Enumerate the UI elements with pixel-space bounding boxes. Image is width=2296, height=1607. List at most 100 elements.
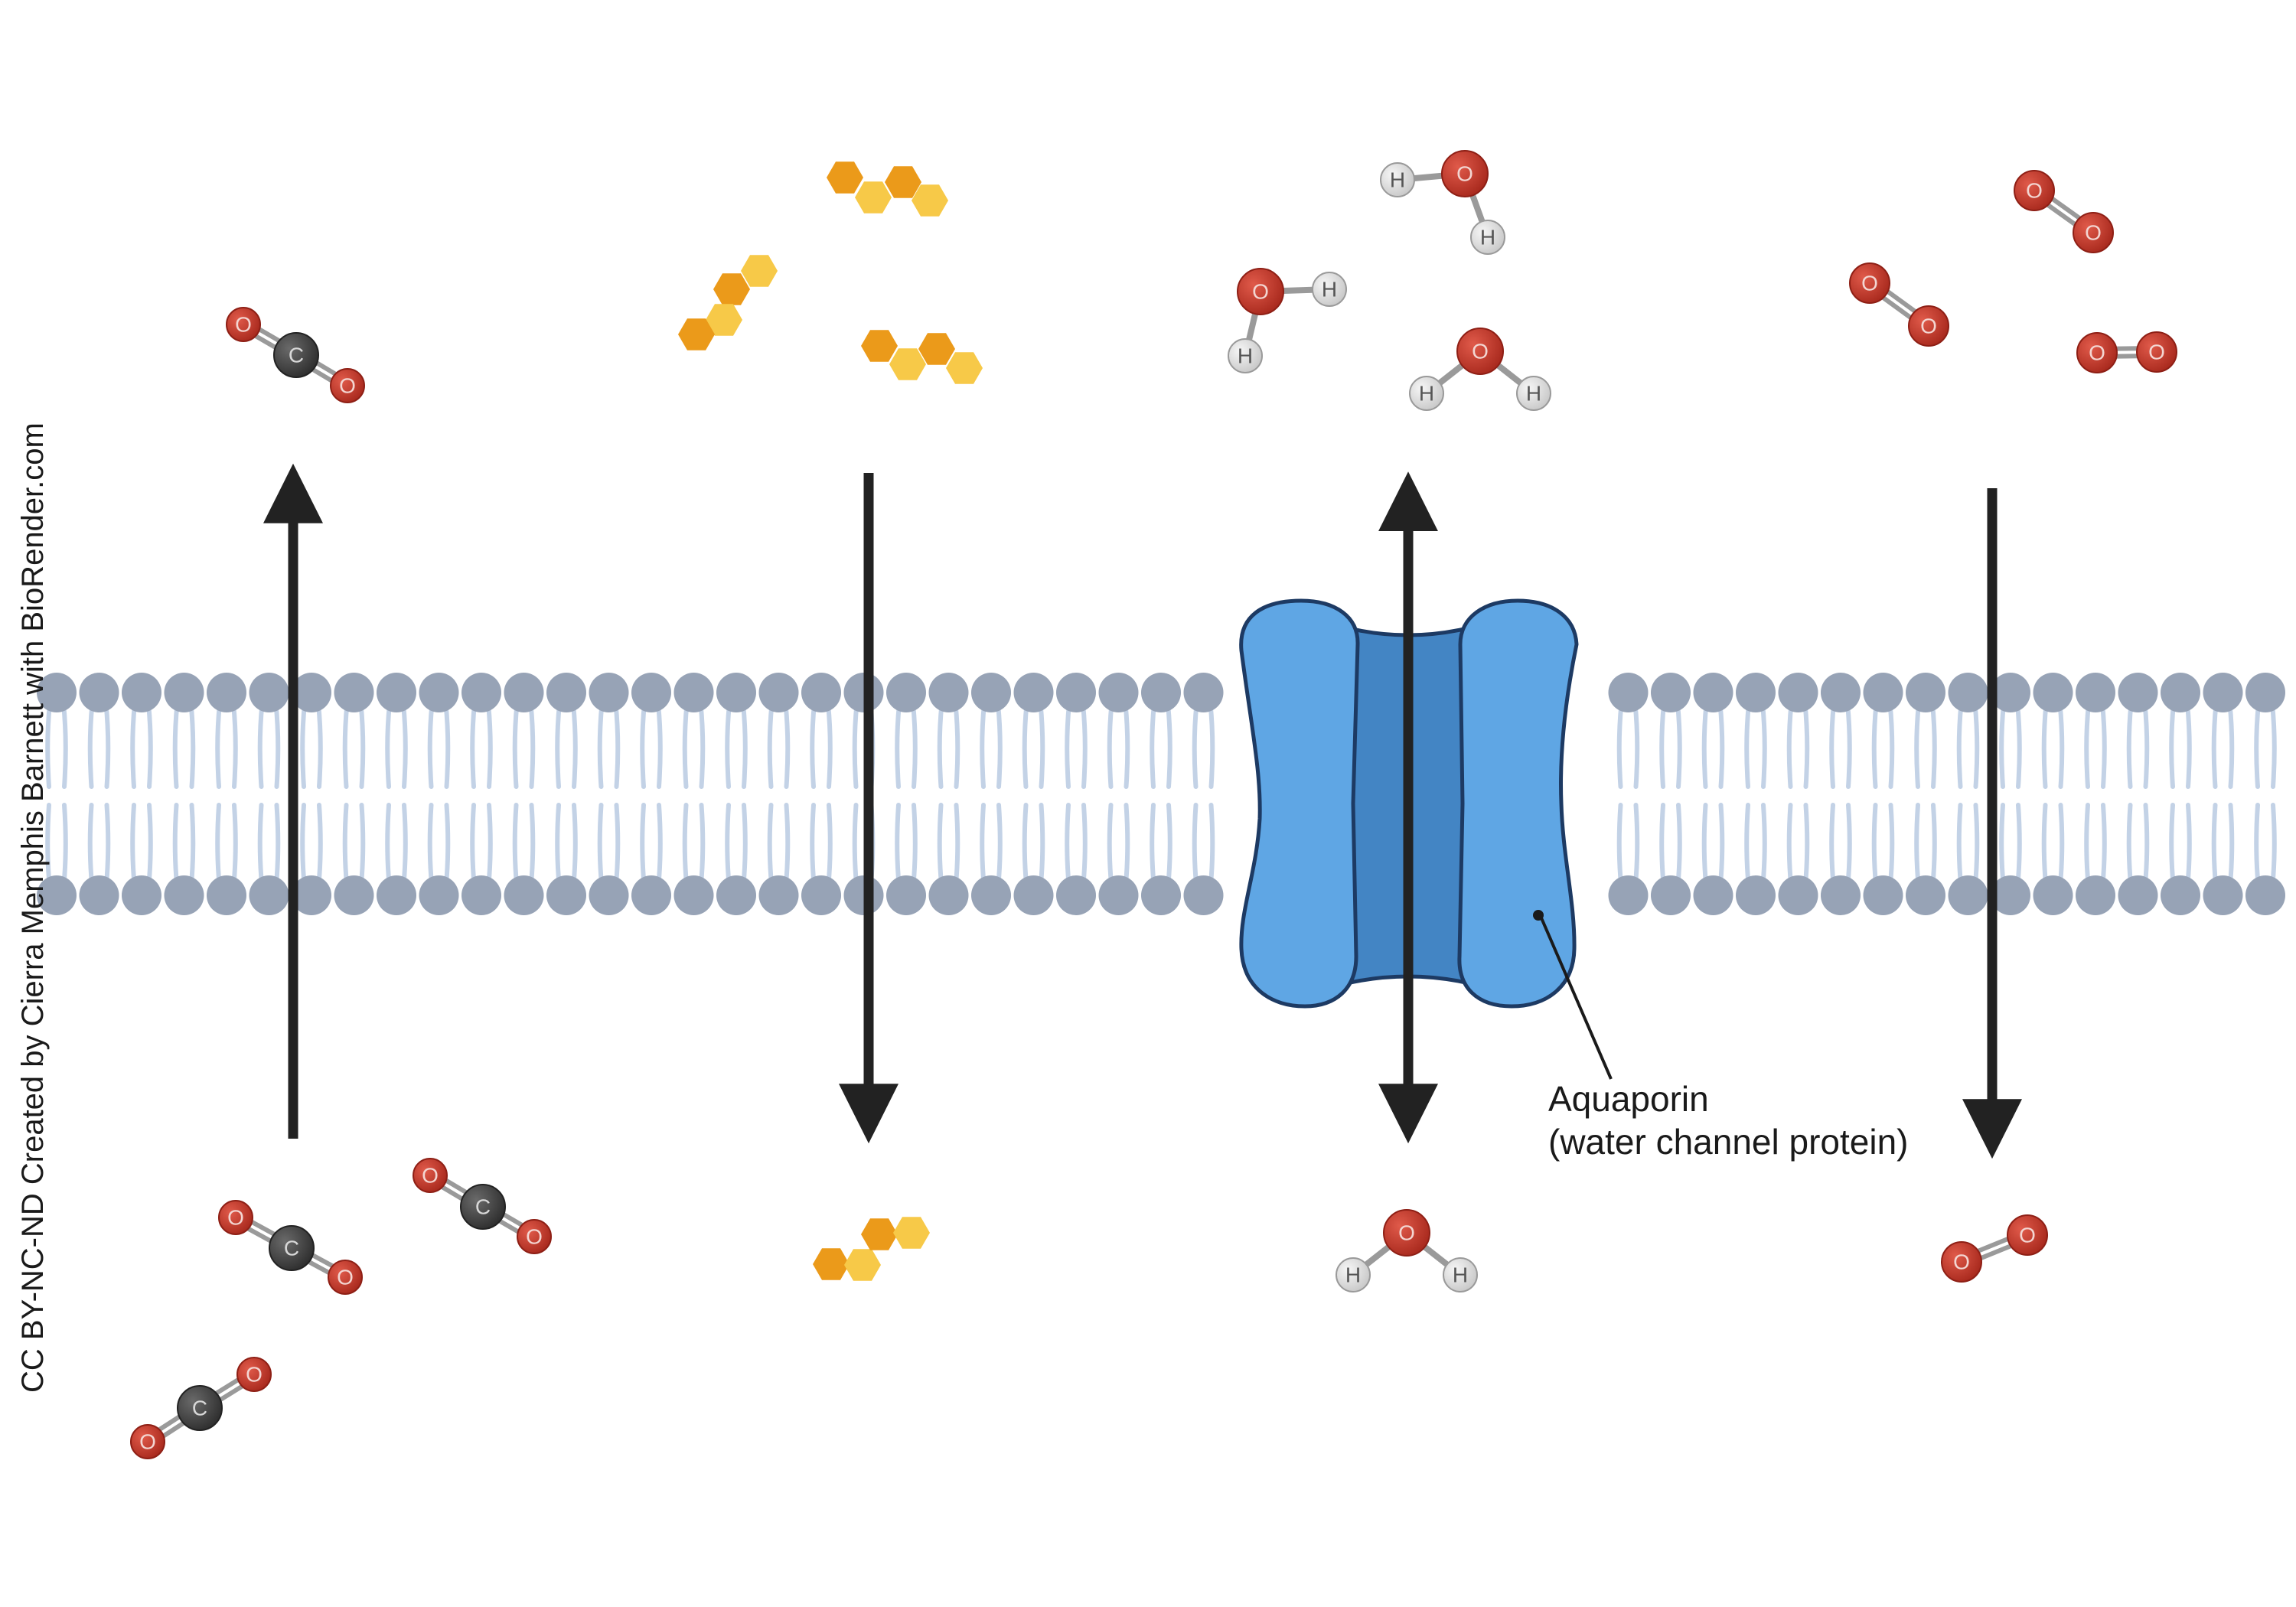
- lipid-tail: [682, 803, 690, 890]
- hydrogen-atom-label: H: [1345, 1263, 1361, 1287]
- glucose-molecule: [861, 330, 983, 384]
- phospholipid-head: [1693, 875, 1733, 915]
- water-molecule: HHO: [1228, 268, 1347, 373]
- lipid-tail: [810, 702, 817, 789]
- lipid-tail: [741, 803, 748, 890]
- lipid-tail: [1675, 702, 1682, 789]
- lipid-tail: [2270, 803, 2277, 890]
- lipid-tail: [656, 702, 663, 789]
- lipid-tail: [231, 702, 238, 789]
- lipid-tail: [512, 702, 520, 789]
- lipid-tail: [571, 702, 578, 789]
- hydrogen-atom: [1380, 162, 1415, 197]
- oxygen-atom: [1456, 328, 1504, 375]
- phospholipid-head: [1778, 673, 1818, 712]
- lipid-tail: [61, 803, 68, 890]
- lipid-tail: [1930, 702, 1937, 789]
- hydrogen-atom-label: H: [1238, 344, 1253, 368]
- lipid-tail: [1802, 803, 1810, 890]
- oxygen-atom-label: O: [246, 1363, 263, 1387]
- phospholipid-head: [2203, 673, 2243, 712]
- lipid-tail: [911, 803, 918, 890]
- oxygen-atom-label: O: [235, 313, 252, 337]
- lipid-tail: [2126, 702, 2134, 789]
- lipid-tail: [273, 702, 281, 789]
- hydrogen-atom: [1443, 1257, 1478, 1292]
- phospholipid-head: [546, 875, 586, 915]
- phospholipid-head: [1863, 875, 1903, 915]
- lipid-tail: [1930, 803, 1937, 890]
- phospholipid-head: [716, 875, 756, 915]
- sugar-ring: [861, 1218, 898, 1250]
- lipid-tail: [257, 803, 265, 890]
- lipid-tail: [1123, 702, 1130, 789]
- carbon-atom: [273, 332, 319, 378]
- lipid-tail: [1208, 803, 1215, 890]
- carbon-atom-label: C: [284, 1237, 299, 1260]
- lipid-tail: [470, 803, 477, 890]
- oxygen-atom: [130, 1424, 165, 1459]
- sugar-ring: [741, 255, 778, 287]
- lipid-tail: [215, 803, 222, 890]
- phospholipid-head: [1141, 875, 1181, 915]
- lipid-tail: [613, 803, 621, 890]
- phospholipid-head: [334, 673, 374, 712]
- lipid-tail: [528, 702, 536, 789]
- phospholipid-head: [2033, 673, 2073, 712]
- phospholipid-head: [1013, 673, 1054, 712]
- lipid-tail: [1022, 803, 1029, 890]
- oxygen-atom: [218, 1200, 253, 1235]
- lipid-tail: [2185, 702, 2192, 789]
- lipid-tail: [852, 702, 859, 789]
- lipid-tail: [2015, 702, 2022, 789]
- phospholipid-head: [1736, 875, 1776, 915]
- phospholipid-head: [1863, 673, 1903, 712]
- phospholipid-head: [886, 875, 926, 915]
- oxygen-molecule: OO: [2014, 170, 2114, 253]
- lipid-tail: [2185, 803, 2192, 890]
- oxygen-atom-label: O: [1920, 315, 1937, 338]
- lipid-tail: [953, 803, 960, 890]
- lipid-tail: [342, 803, 350, 890]
- sugar-ring: [912, 184, 948, 217]
- phospholipid-head: [79, 875, 119, 915]
- hydrogen-atom: [1312, 272, 1347, 307]
- lipid-tail: [783, 803, 791, 890]
- lipid-tail: [87, 702, 95, 789]
- lipid-tail: [1675, 803, 1682, 890]
- carbon-atom-label: C: [192, 1397, 207, 1420]
- phospholipid-head: [1906, 673, 1945, 712]
- oxygen-atom: [226, 307, 261, 342]
- lipid-tail: [1208, 702, 1215, 789]
- lipid-tail: [597, 702, 605, 789]
- phospholipid-head: [1141, 673, 1181, 712]
- hydrogen-atom: [1336, 1257, 1371, 1292]
- phospholipid-head: [164, 673, 204, 712]
- lipid-tail: [1845, 702, 1852, 789]
- lipid-tail: [1081, 702, 1088, 789]
- lipid-tail: [1632, 702, 1640, 789]
- lipid-tail: [953, 702, 960, 789]
- lipid-tail: [597, 803, 605, 890]
- phospholipid-head: [2245, 673, 2285, 712]
- carbon-atom: [460, 1184, 506, 1230]
- lipid-tail: [1956, 803, 1964, 890]
- lipid-tail: [358, 803, 366, 890]
- lipid-tail: [2254, 803, 2261, 890]
- lipid-tail: [2084, 702, 2091, 789]
- phospholipid-head: [546, 673, 586, 712]
- phospholipid-head: [292, 673, 331, 712]
- oxygen-molecule: OO: [1849, 262, 1949, 347]
- carbon-atom: [177, 1385, 223, 1431]
- oxygen-atom: [2007, 1214, 2048, 1256]
- sugar-ring: [855, 181, 892, 214]
- sugar-ring: [861, 330, 898, 362]
- aquaporin-label-line2: (water channel protein): [1548, 1122, 1908, 1162]
- lipid-tail: [528, 803, 536, 890]
- lipid-tail: [316, 803, 323, 890]
- lipid-tail: [512, 803, 520, 890]
- phospholipid-head: [1991, 673, 2030, 712]
- oxygen-atom: [2076, 332, 2118, 373]
- aquaporin-label: Aquaporin (water channel protein): [1548, 1079, 1908, 1162]
